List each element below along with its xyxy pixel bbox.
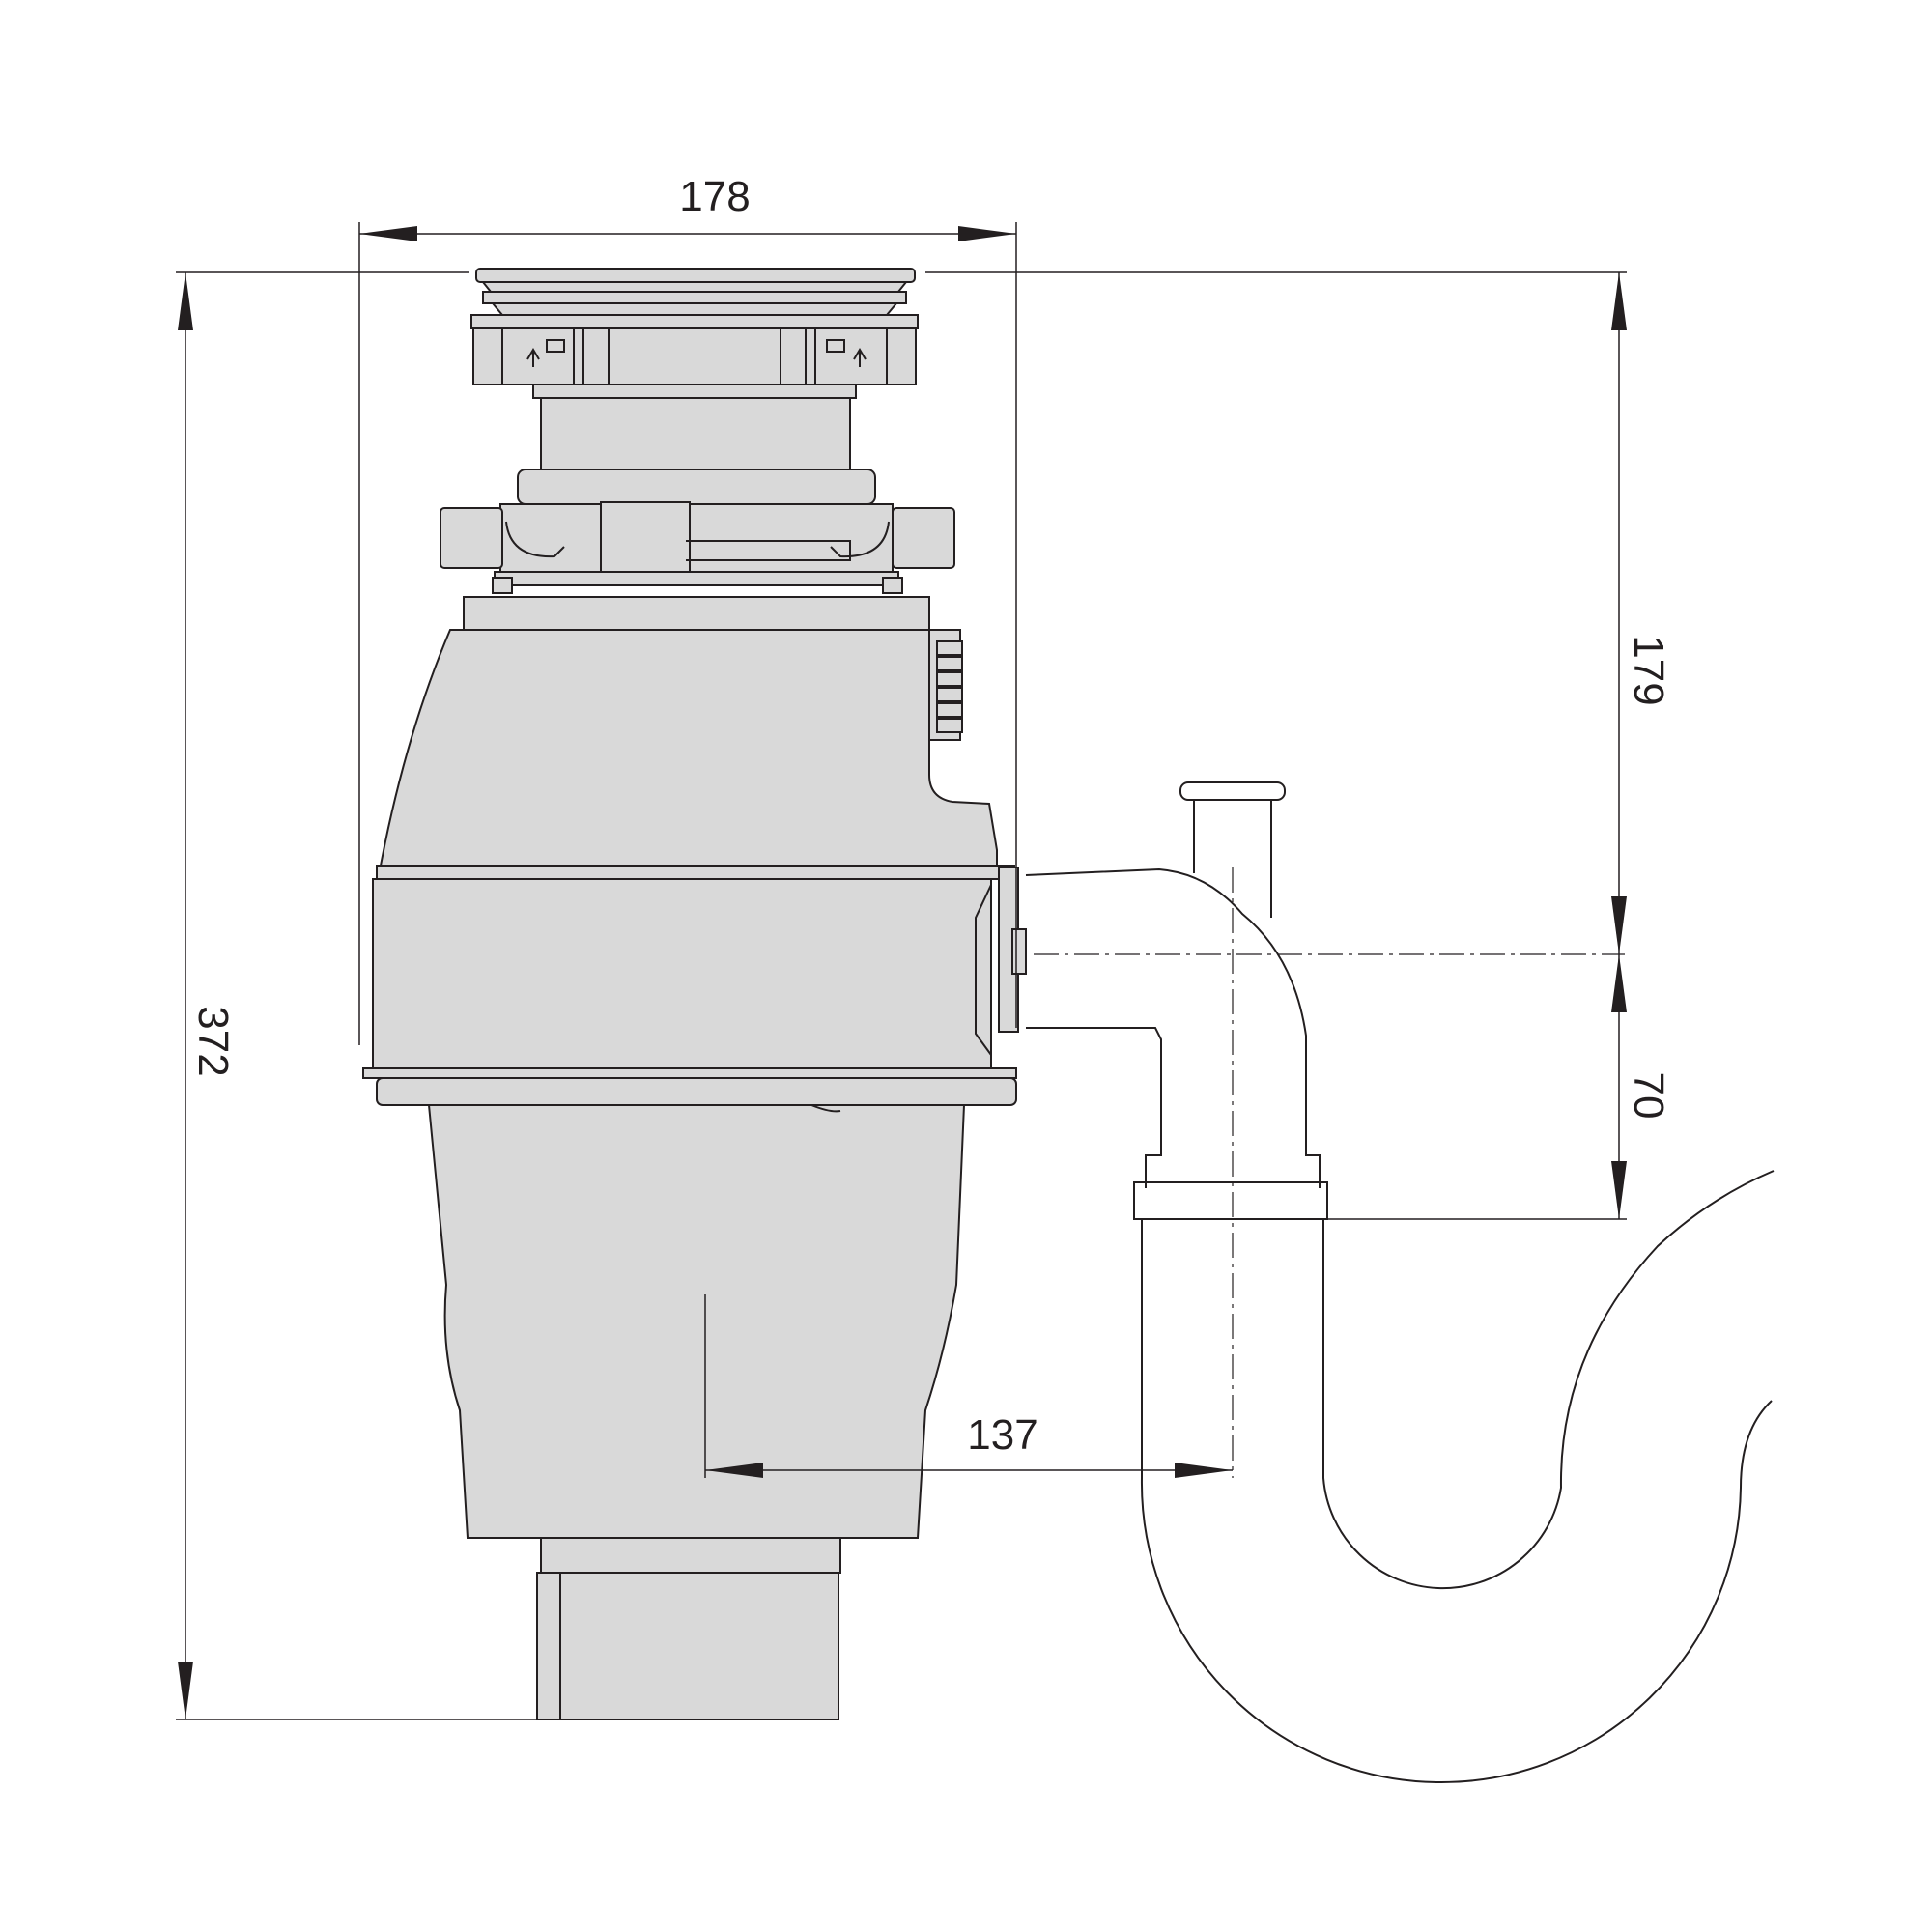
neck	[540, 397, 851, 470]
dimension-lines: 178 372 179 70	[176, 173, 1672, 1720]
disposer-unit	[362, 268, 1027, 1720]
dimension-70-label: 70	[1625, 1072, 1672, 1120]
dimension-137: 137	[705, 1411, 1233, 1478]
trap-nut	[1133, 1181, 1328, 1220]
dimension-179: 179	[1611, 272, 1672, 954]
dimension-372-label: 372	[189, 1006, 237, 1076]
discharge-flange	[998, 867, 1027, 1033]
dishwasher-inlet	[928, 629, 963, 741]
upper-mount	[440, 501, 955, 594]
drain-trap	[1025, 781, 1775, 1784]
dimension-179-label: 179	[1625, 635, 1672, 705]
trap-bend	[1140, 1170, 1775, 1784]
dimension-178-label: 178	[679, 173, 750, 220]
vent-cap	[1179, 781, 1286, 801]
motor-housing	[362, 596, 1017, 1106]
bottom-outlet	[536, 1537, 841, 1720]
discharge-tube	[1025, 867, 1321, 1188]
sink-flange	[475, 268, 916, 316]
grinding-chamber	[427, 1104, 966, 1539]
mounting-ring	[470, 314, 919, 399]
neck-collar	[517, 469, 876, 505]
dimension-137-label: 137	[967, 1411, 1037, 1459]
dimension-178: 178	[359, 173, 1016, 242]
dimension-70: 70	[1611, 954, 1672, 1219]
dimension-372: 372	[178, 272, 237, 1719]
